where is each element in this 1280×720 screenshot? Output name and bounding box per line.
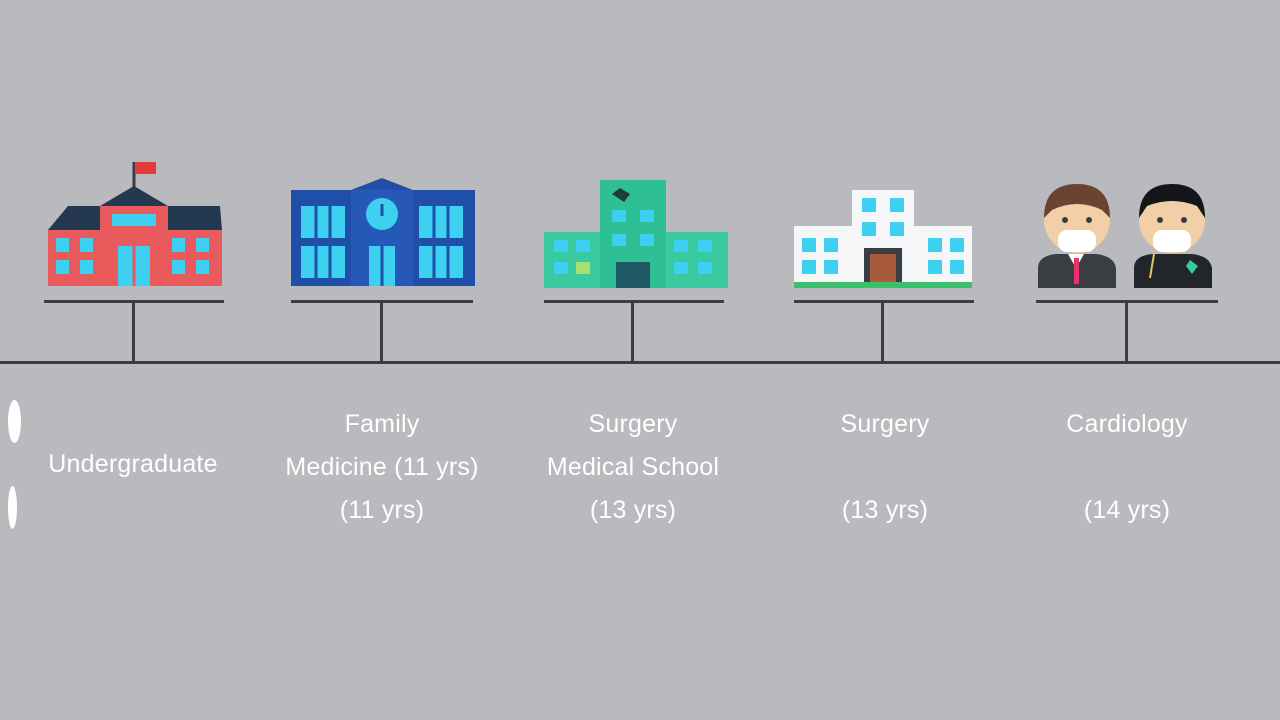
doctors-masked-icon: [1038, 184, 1212, 288]
stage-connector: [881, 302, 884, 362]
red-school-building-icon: [48, 162, 222, 286]
stage-subtitle: Medicine (11 yrs): [285, 453, 479, 481]
stage-surgery: Surgery (13 yrs): [760, 0, 1010, 720]
stage-title: Surgery: [840, 410, 930, 438]
stage-surgery-medical-school: Surgery Medical School (13 yrs): [508, 0, 758, 720]
stage-connector: [380, 302, 383, 362]
stage-title: Cardiology: [1066, 410, 1188, 438]
stage-duration: (11 yrs): [339, 496, 425, 524]
stage-duration: (13 yrs): [841, 496, 929, 524]
stage-shelf: [794, 300, 974, 303]
stage-cardiology: Cardiology (14 yrs): [1002, 0, 1252, 720]
stage-shelf: [44, 300, 224, 303]
stage-label: Surgery Medical School (13 yrs): [508, 403, 758, 532]
stage-title: Family: [344, 410, 420, 438]
white-hospital-building-icon: [794, 190, 972, 288]
teal-hospital-building-icon: [544, 180, 728, 288]
stage-subtitle: Medical School: [546, 453, 720, 481]
stage-title: Undergraduate: [48, 450, 218, 478]
stage-connector: [631, 302, 634, 362]
stage-label: Undergraduate: [8, 400, 258, 529]
stage-shelf: [1036, 300, 1218, 303]
blue-school-building-icon: [291, 178, 475, 286]
stage-label: Family Medicine (11 yrs) (11 yrs): [257, 403, 507, 532]
stage-undergraduate: Undergraduate: [8, 0, 258, 720]
stage-connector: [1125, 302, 1128, 362]
stage-family-medicine: Family Medicine (11 yrs) (11 yrs): [257, 0, 507, 720]
timeline-axis: [0, 361, 1280, 364]
stage-title: Surgery: [588, 410, 678, 438]
stage-connector: [132, 302, 135, 362]
stage-subtitle: [760, 446, 1010, 489]
stage-shelf: [544, 300, 724, 303]
stage-shelf: [291, 300, 473, 303]
stage-duration: (13 yrs): [589, 496, 677, 524]
stage-subtitle: [1002, 446, 1252, 489]
stage-label: Cardiology (14 yrs): [1002, 403, 1252, 532]
bullet-dot: [8, 400, 21, 443]
bullet-dot: [8, 486, 17, 529]
stage-duration: (14 yrs): [1083, 496, 1171, 524]
stage-label: Surgery (13 yrs): [760, 403, 1010, 532]
